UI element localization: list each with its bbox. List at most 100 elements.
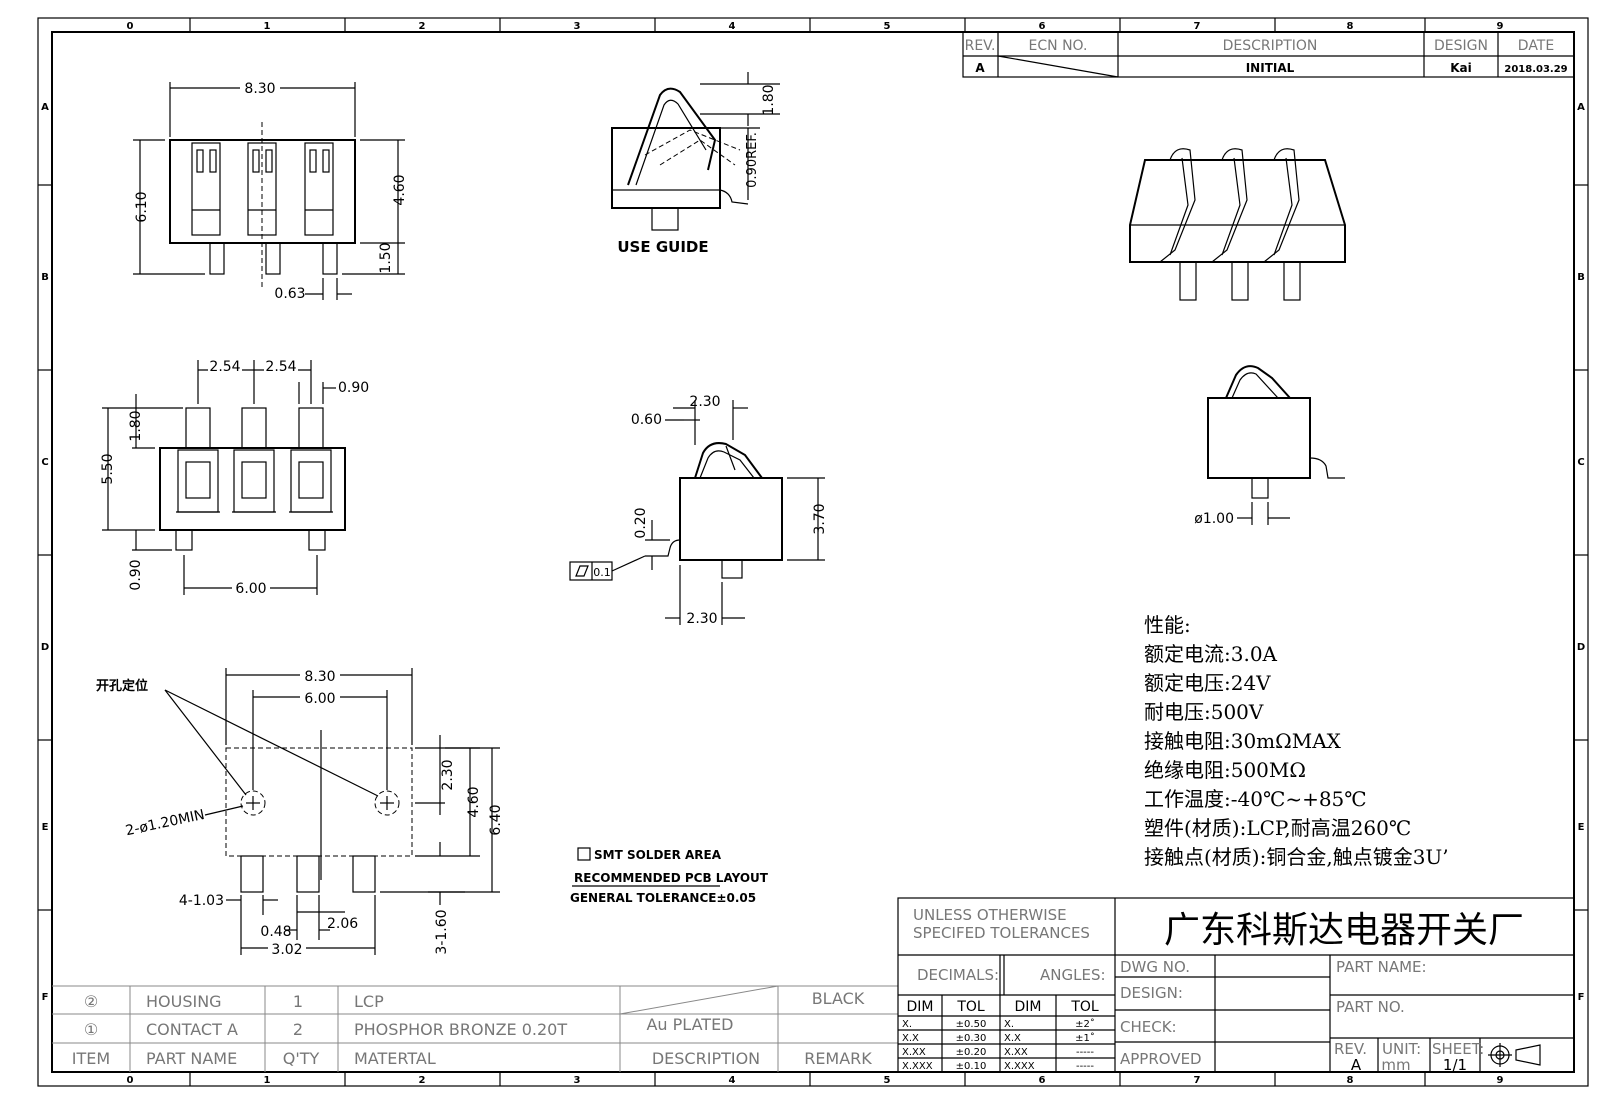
- grid-row-e-right: E: [1578, 822, 1585, 833]
- grid-col-3-bottom: 3: [574, 1075, 581, 1086]
- decimal-row-4-dim: X.XXX: [902, 1061, 933, 1072]
- grid-col-4: 4: [729, 21, 736, 32]
- bom-header-material: MATERTAL: [354, 1049, 436, 1068]
- pcb-hole-label: 2-ø1.20MIN: [124, 807, 206, 839]
- end-view: 2.30 0.60 0.20 3.70 2.30 0.1: [569, 394, 828, 627]
- date-header: DATE: [1518, 38, 1554, 54]
- grid-row-a: A: [41, 102, 49, 113]
- pcb-layout: 8.30 6.00 2.30 4.60 6.40 4-1.03 0.48 2.0…: [96, 668, 504, 958]
- bom-row-2-qty: 1: [293, 992, 303, 1011]
- bom-row-1-qty: 2: [293, 1020, 303, 1039]
- pcb-pad-width-dim: 4-1.03: [179, 893, 224, 909]
- decimals-label: DECIMALS:: [917, 966, 999, 984]
- grid-col-4-bottom: 4: [729, 1075, 736, 1086]
- grid-col-6-bottom: 6: [1039, 1075, 1046, 1086]
- flatness-icon: [575, 565, 589, 577]
- grid-row-f-right: F: [1578, 992, 1585, 1003]
- tolerance-note-line-1: UNLESS OTHERWISE: [913, 906, 1067, 924]
- spec-rated-voltage: 额定电压:24V: [1144, 671, 1271, 695]
- spec-rated-current: 额定电流:3.0A: [1144, 642, 1278, 666]
- locating-hole-right: [374, 790, 400, 816]
- front-view-pitch-left-dim: 2.54: [209, 359, 240, 375]
- flatness-value: 0.1: [593, 566, 611, 579]
- grid-row-c: C: [41, 457, 48, 468]
- design-value: Kai: [1450, 61, 1472, 75]
- side-view-top-dim: 1.80: [761, 84, 777, 115]
- rev-header: REV.: [965, 38, 996, 54]
- grid-col-3: 3: [574, 21, 581, 32]
- description-header: DESCRIPTION: [1223, 38, 1318, 54]
- front-view-pitch-right-dim: 2.54: [265, 359, 296, 375]
- grid-col-2-bottom: 2: [419, 1075, 426, 1086]
- grid-row-b: B: [41, 272, 49, 283]
- end-view-body-height-dim: 3.70: [812, 503, 828, 534]
- end-view-foot-height-dim: 0.20: [633, 507, 649, 538]
- spec-housing-material: 塑件(材质):LCP,耐高温260℃: [1144, 816, 1411, 840]
- bom-row-1-description: Au PLATED: [646, 1015, 733, 1034]
- bom-header-part: PART NAME: [146, 1049, 237, 1068]
- rev-value: A: [975, 61, 985, 75]
- decimal-row-3-dim: X.XX: [902, 1047, 926, 1058]
- decimal-row-1-dim: X.: [902, 1019, 912, 1030]
- grid-col-7: 7: [1194, 21, 1201, 32]
- end-view-top-width-dim: 2.30: [689, 394, 720, 410]
- spec-contact-resistance: 接触电阻:30mΩMAX: [1144, 729, 1342, 753]
- pcb-total-height-dim: 6.40: [488, 804, 504, 835]
- small-end-view: ø1.00: [1194, 365, 1345, 527]
- side-view-ref-dim: 0.90REF.: [745, 132, 760, 188]
- angle-row-2-tol: ±1˚: [1075, 1032, 1095, 1044]
- flatness-callout: 0.1: [569, 555, 646, 581]
- ecn-header: ECN NO.: [1029, 38, 1088, 54]
- locating-hole-left: [240, 790, 266, 816]
- approved-label: APPROVED: [1120, 1050, 1202, 1068]
- front-view-post-height-dim: 0.90: [128, 559, 144, 590]
- decimal-row-1-tol: ±0.50: [956, 1019, 987, 1030]
- grid-col-5: 5: [884, 21, 891, 32]
- top-view-body-height-dim: 4.60: [392, 174, 408, 205]
- bom-row-2-item: ②: [84, 992, 98, 1011]
- part-name-label: PART NAME:: [1336, 958, 1427, 976]
- tolerance-note-line-2: SPECIFED TOLERANCES: [913, 924, 1090, 942]
- top-view-width-dim: 8.30: [244, 81, 275, 97]
- locate-label: 开孔定位: [96, 678, 148, 694]
- angle-row-1-dim: X.: [1004, 1019, 1014, 1030]
- bom-header-description: DESCRIPTION: [652, 1049, 760, 1068]
- grid-col-8: 8: [1347, 21, 1354, 32]
- spec-operating-temperature: 工作温度:-40℃~+85℃: [1144, 787, 1367, 811]
- bom-row-1-part: CONTACT A: [146, 1020, 238, 1039]
- solder-area-swatch: [577, 847, 591, 861]
- grid-col-8-bottom: 8: [1347, 1075, 1354, 1086]
- description-value: INITIAL: [1246, 61, 1295, 75]
- company-name: 广东科斯达电器开关厂: [1164, 910, 1524, 951]
- front-view-total-height-dim: 5.50: [100, 453, 116, 484]
- bom-row-1-item: ①: [84, 1020, 98, 1039]
- bom-header-remark: REMARK: [804, 1049, 872, 1068]
- specifications: 性能: 额定电流:3.0A 额定电压:24V 耐电压:500V 接触电阻:30m…: [1144, 613, 1449, 869]
- end-view-bottom-width-dim: 2.30: [686, 611, 717, 627]
- bom-row-2-material: LCP: [354, 992, 384, 1011]
- grid-col-9: 9: [1497, 21, 1504, 32]
- angle-tol-header: TOL: [1070, 999, 1099, 1015]
- angle-row-3-tol: -----: [1076, 1047, 1094, 1058]
- decimal-row-4-tol: ±0.10: [956, 1061, 987, 1072]
- grid-col-6: 6: [1039, 21, 1046, 32]
- decimal-tol-header: TOL: [956, 999, 985, 1015]
- rev-label: REV.: [1334, 1040, 1367, 1058]
- iso-pin-dia-dim: ø1.00: [1194, 511, 1234, 527]
- grid-row-b-right: B: [1577, 272, 1585, 283]
- projection-symbol-icon: [1488, 1043, 1541, 1067]
- top-view-pin-width-dim: 0.63: [274, 286, 305, 302]
- front-view-post-span-dim: 6.00: [235, 581, 266, 597]
- side-view: 1.80 0.90REF. USE GUIDE: [611, 72, 780, 256]
- decimal-row-2-tol: ±0.30: [956, 1033, 987, 1044]
- grid-col-5-bottom: 5: [884, 1075, 891, 1086]
- angle-row-4-tol: -----: [1076, 1061, 1094, 1072]
- grid-col-9-bottom: 9: [1497, 1075, 1504, 1086]
- pcb-hole-span-dim: 6.00: [304, 691, 335, 707]
- legend-recommended-layout: RECOMMENDED PCB LAYOUT: [574, 871, 769, 885]
- front-view: 2.54 2.54 0.90 1.80 5.50 0.90 6.00: [100, 358, 369, 597]
- grid-col-0: 0: [127, 21, 134, 32]
- bom-row-2-part: HOUSING: [146, 992, 222, 1011]
- decimal-dim-header: DIM: [907, 999, 934, 1015]
- bom-row-2-remark: BLACK: [812, 989, 865, 1008]
